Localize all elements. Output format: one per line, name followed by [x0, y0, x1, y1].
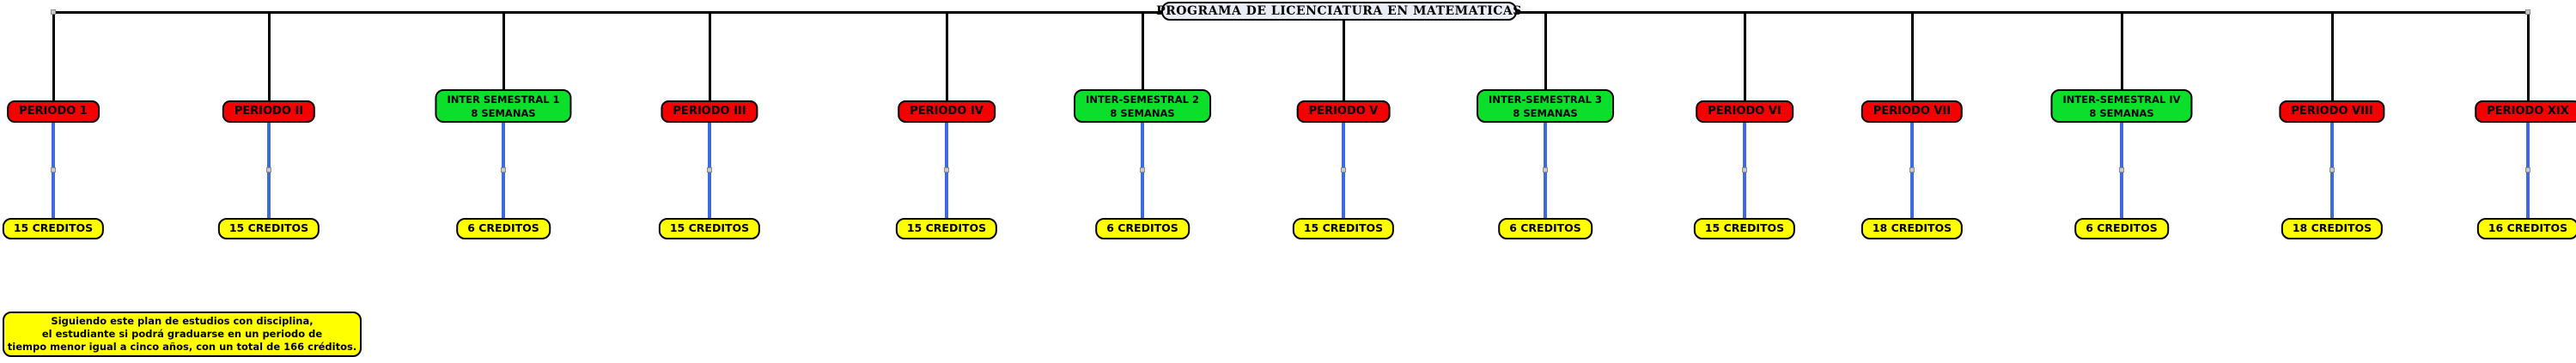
node-label: INTER-SEMESTRAL 2 — [1086, 94, 1199, 106]
credits-label: 15 CREDITOS — [228, 221, 309, 234]
credits-label: 6 CREDITOS — [1509, 221, 1581, 234]
selection-handle[interactable] — [1742, 167, 1747, 172]
node-label: INTER-SEMESTRAL IV — [2062, 94, 2181, 106]
note-line: el estudiante si podrá graduarse en un p… — [41, 328, 323, 340]
node-label: PERIODO VI — [1708, 105, 1781, 118]
selection-handle[interactable] — [51, 167, 56, 172]
period-node[interactable]: PERIODO VII — [1860, 100, 1964, 123]
node-sublabel: 8 SEMANAS — [1513, 107, 1578, 119]
trunk-drop-line — [52, 11, 55, 100]
selection-handle[interactable] — [944, 167, 949, 172]
credits-node[interactable]: 18 CREDITOS — [1860, 218, 1964, 239]
trunk-drop-line — [1142, 11, 1144, 100]
selection-handle[interactable] — [2525, 9, 2530, 15]
credits-label: 15 CREDITOS — [669, 221, 750, 234]
note-line: tiempo menor igual a cinco años, con un … — [7, 341, 357, 353]
node-label: PERIODO V — [1308, 105, 1379, 118]
credits-node[interactable]: 15 CREDITOS — [1292, 218, 1395, 239]
node-label: PERIODO II — [234, 105, 304, 118]
selection-handle[interactable] — [51, 9, 56, 15]
selection-handle[interactable] — [1909, 167, 1915, 172]
credits-node[interactable]: 6 CREDITOS — [1095, 218, 1190, 239]
node-label: PERIODO VIII — [2291, 105, 2373, 118]
node-sublabel: 8 SEMANAS — [471, 107, 536, 119]
node-label: INTER-SEMESTRAL 3 — [1489, 94, 1602, 106]
period-node[interactable]: PERIODO III — [661, 100, 758, 123]
credits-node[interactable]: 16 CREDITOS — [2476, 218, 2576, 239]
node-label: PERIODO III — [673, 105, 746, 118]
credits-node[interactable]: 18 CREDITOS — [2281, 218, 2384, 239]
selection-handle[interactable] — [266, 167, 271, 172]
trunk-drop-line — [268, 11, 271, 100]
period-node[interactable]: PERIODO VIII — [2279, 100, 2385, 123]
trunk-drop-line — [502, 11, 505, 100]
diagram-title-node[interactable]: PROGRAMA DE LICENCIATURA EN MATEMATICAS — [1156, 2, 1521, 21]
trunk-drop-line — [946, 11, 948, 100]
trunk-drop-line — [2527, 11, 2530, 100]
selection-handle[interactable] — [501, 167, 506, 172]
credits-label: 16 CREDITOS — [2488, 221, 2568, 234]
trunk-drop-line — [2121, 11, 2123, 100]
period-node[interactable]: PERIODO V — [1296, 100, 1391, 123]
node-label: PERIODO XIX — [2487, 105, 2569, 118]
period-node[interactable]: PERIODO 1 — [7, 100, 100, 123]
credits-node[interactable]: 15 CREDITOS — [217, 218, 320, 239]
period-node[interactable]: PERIODO XIX — [2475, 100, 2576, 123]
selection-handle[interactable] — [1341, 167, 1346, 172]
credits-label: 18 CREDITOS — [1872, 221, 1952, 234]
credits-node[interactable]: 15 CREDITOS — [2, 218, 105, 239]
credits-node[interactable]: 15 CREDITOS — [658, 218, 761, 239]
period-node[interactable]: PERIODO VI — [1696, 100, 1793, 123]
diagram-title-label: PROGRAMA DE LICENCIATURA EN MATEMATICAS — [1156, 4, 1522, 18]
credits-node[interactable]: 6 CREDITOS — [1498, 218, 1592, 239]
trunk-drop-line — [709, 11, 711, 100]
credits-node[interactable]: 6 CREDITOS — [2074, 218, 2169, 239]
node-sublabel: 8 SEMANAS — [2089, 107, 2154, 119]
node-label: PERIODO IV — [910, 105, 984, 118]
credits-label: 15 CREDITOS — [1303, 221, 1384, 234]
credits-node[interactable]: 6 CREDITOS — [456, 218, 551, 239]
selection-handle[interactable] — [1140, 167, 1145, 172]
node-label: PERIODO 1 — [19, 105, 88, 118]
period-node[interactable]: PERIODO IV — [898, 100, 996, 123]
credits-label: 15 CREDITOS — [1704, 221, 1785, 234]
selection-handle[interactable] — [2525, 167, 2530, 172]
selection-handle[interactable] — [2119, 167, 2124, 172]
credits-label: 15 CREDITOS — [906, 221, 987, 234]
node-label: INTER SEMESTRAL 1 — [447, 94, 560, 106]
credits-node[interactable]: 15 CREDITOS — [1693, 218, 1796, 239]
credits-label: 6 CREDITOS — [1106, 221, 1178, 234]
credits-label: 6 CREDITOS — [467, 221, 539, 234]
trunk-drop-line — [1911, 11, 1914, 100]
credits-label: 18 CREDITOS — [2292, 221, 2372, 234]
credits-node[interactable]: 15 CREDITOS — [895, 218, 998, 239]
node-label: PERIODO VII — [1873, 105, 1952, 118]
credits-label: 6 CREDITOS — [2086, 221, 2158, 234]
selection-handle[interactable] — [2329, 167, 2335, 172]
node-sublabel: 8 SEMANAS — [1110, 107, 1175, 119]
note-node[interactable]: Siguiendo este plan de estudios con disc… — [3, 312, 362, 357]
trunk-drop-line — [1744, 11, 1746, 100]
trunk-drop-line — [1343, 11, 1345, 100]
selection-handle[interactable] — [707, 167, 712, 172]
credits-label: 15 CREDITOS — [13, 221, 94, 234]
selection-handle[interactable] — [1543, 167, 1548, 172]
trunk-drop-line — [1544, 11, 1547, 100]
note-line: Siguiendo este plan de estudios con disc… — [51, 315, 314, 327]
period-node[interactable]: PERIODO II — [222, 100, 316, 123]
trunk-drop-line — [2331, 11, 2334, 100]
